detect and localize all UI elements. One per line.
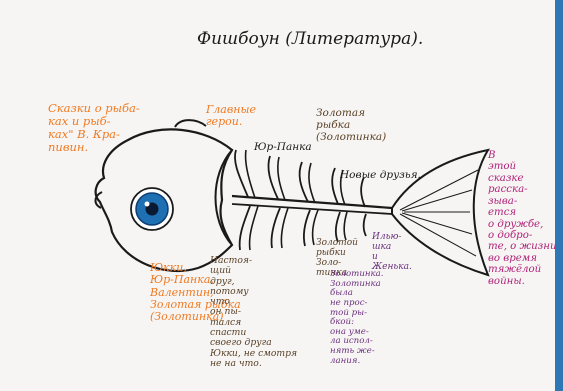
rib-top-3-label: Золотая рыбка (Золотинка) (316, 108, 386, 143)
fish-eye-highlight (145, 202, 150, 207)
rib-upper-4 (332, 168, 338, 204)
rib-bottom-2-label: Настоя- щий друг, потому что он пы- талс… (210, 256, 297, 369)
rib-top-4-label: Новые друзья. (340, 170, 421, 182)
scan-frame-right (555, 0, 563, 391)
rib-bottom-4-label: Илью- шка и Женька. (372, 232, 412, 272)
rib-lower-1 (240, 206, 250, 250)
rib-lower-2 (271, 208, 280, 248)
rib-top-2-label: Юр-Панка (254, 142, 312, 154)
head-label: Сказки о рыба- ках и рыб- ках" В. Кра- п… (48, 102, 140, 154)
rib-upper-3 (300, 162, 308, 202)
rib-bottom-5-label: Золотинка. Золотинка была не прос- той р… (330, 270, 384, 366)
rib-lower-5 (364, 214, 366, 236)
rib-upper-2 (268, 156, 278, 199)
rib-top-1-label: Главные герои. (206, 104, 256, 129)
fish-head-fin (175, 120, 206, 127)
tail-label: В этой сказке расска- зыва- ется о дружб… (488, 150, 557, 287)
rib-lower-3 (304, 210, 310, 246)
